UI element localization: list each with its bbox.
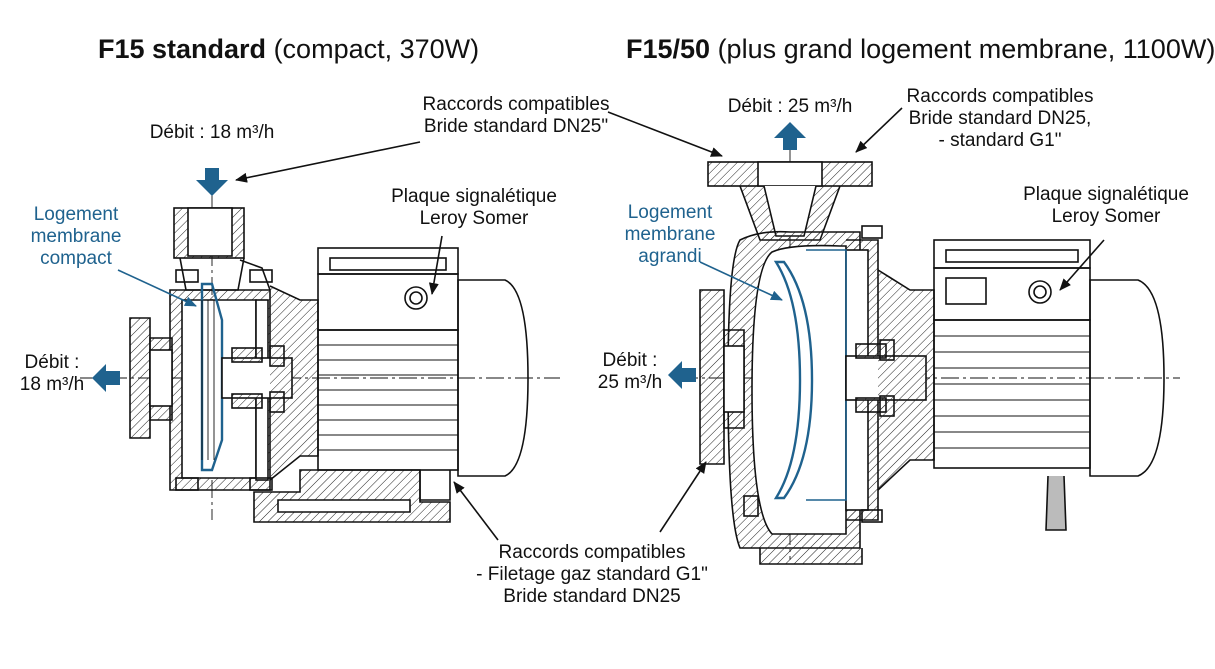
fittings-top-line-1: Raccords compatibles xyxy=(422,94,610,115)
right-outlet-flow-arrow xyxy=(774,122,806,150)
right-motor xyxy=(933,239,1165,531)
left-flow-arrows xyxy=(92,168,228,392)
fittings-top-label: Raccords compatibles Bride standard DN25… xyxy=(423,94,610,138)
left-housing-line-3: compact xyxy=(40,248,112,269)
right-membrane xyxy=(773,260,814,500)
left-pump xyxy=(80,190,560,523)
leader-housing-right xyxy=(699,261,783,301)
left-motor xyxy=(317,247,529,501)
leader-plate-right xyxy=(1059,239,1105,291)
left-outlet-flange xyxy=(129,317,173,439)
right-flow-side-label: Débit : 25 m³/h xyxy=(598,350,662,394)
right-title-model: F15/50 xyxy=(626,34,711,64)
right-title-desc: (plus grand logement membrane, 1100W) xyxy=(710,34,1215,64)
left-plate-label: Plaque signalétique Leroy Somer xyxy=(391,186,557,230)
right-fittings-line-3: - standard G1" xyxy=(938,130,1062,151)
left-impeller-lines xyxy=(201,300,215,460)
right-title: F15/50 (plus grand logement membrane, 11… xyxy=(626,32,1215,66)
right-flow-arrows xyxy=(668,122,806,389)
leader-fittings-left xyxy=(235,141,421,183)
fittings-bottom-line-2: - Filetage gaz standard G1" xyxy=(476,564,708,585)
leader-fittings-right-top xyxy=(855,107,903,153)
leader-fittings-bottom-right xyxy=(659,461,707,533)
left-flow-top-label: Débit : 18 m³/h xyxy=(149,122,275,143)
right-pump xyxy=(680,150,1180,565)
left-housing-label: Logement membrane compact xyxy=(31,204,122,270)
right-flow-side-line-2: 25 m³/h xyxy=(597,372,663,393)
left-plate-line-2: Leroy Somer xyxy=(419,208,529,229)
leader-lines-blue xyxy=(117,261,783,307)
right-side-flange xyxy=(699,289,745,465)
right-plate-label: Plaque signalétique Leroy Somer xyxy=(1023,184,1189,228)
fittings-bottom-label: Raccords compatibles - Filetage gaz stan… xyxy=(476,542,708,608)
right-housing-line-3: agrandi xyxy=(638,246,702,267)
left-inlet-flow-arrow xyxy=(196,168,228,196)
right-housing-line-2: membrane xyxy=(624,224,716,245)
leader-fittings-bottom-left xyxy=(453,481,499,541)
left-bracket xyxy=(269,285,319,481)
left-plate-line-1: Plaque signalétique xyxy=(391,186,557,207)
right-fittings-line-2: Bride standard DN25, xyxy=(908,108,1092,129)
leader-lines xyxy=(235,107,1105,541)
leader-fittings-right-flange xyxy=(607,111,723,157)
left-flow-side-line-2: 18 m³/h xyxy=(19,374,85,395)
left-membrane xyxy=(200,282,224,472)
right-top-flange xyxy=(707,161,873,241)
right-bolts xyxy=(743,225,883,523)
left-bolts xyxy=(175,269,273,491)
left-title-model: F15 standard xyxy=(98,34,267,64)
right-flow-top-label: Débit : 25 m³/h xyxy=(727,96,853,117)
right-fittings-top-label: Raccords compatibles Bride standard DN25… xyxy=(907,86,1094,152)
left-pump-casing xyxy=(169,289,271,491)
leader-housing-left xyxy=(117,269,197,307)
right-side-flow-arrow xyxy=(668,361,696,389)
left-flow-side-line-1: Débit : xyxy=(24,352,80,373)
left-flow-side-label: Débit : 18 m³/h xyxy=(20,352,84,396)
right-housing-label: Logement membrane agrandi xyxy=(625,202,716,268)
left-title-desc: (compact, 370W) xyxy=(266,34,480,64)
right-plate-line-2: Leroy Somer xyxy=(1051,206,1161,227)
leader-plate-left xyxy=(428,235,443,295)
right-bracket xyxy=(877,269,935,491)
right-flow-side-line-1: Débit : xyxy=(602,350,658,371)
fittings-top-line-2: Bride standard DN25" xyxy=(423,116,609,137)
fittings-bottom-line-1: Raccords compatibles xyxy=(498,542,686,563)
right-plate-line-1: Plaque signalétique xyxy=(1023,184,1189,205)
right-housing-line-1: Logement xyxy=(627,202,713,223)
right-fittings-line-1: Raccords compatibles xyxy=(906,86,1094,107)
left-housing-line-1: Logement xyxy=(33,204,119,225)
left-housing-line-2: membrane xyxy=(30,226,122,247)
left-outlet-flow-arrow xyxy=(92,364,120,392)
fittings-bottom-line-3: Bride standard DN25 xyxy=(503,586,681,607)
left-title: F15 standard (compact, 370W) xyxy=(98,32,479,66)
left-inlet-nozzle xyxy=(173,207,271,291)
right-bottom-foot xyxy=(759,548,863,565)
